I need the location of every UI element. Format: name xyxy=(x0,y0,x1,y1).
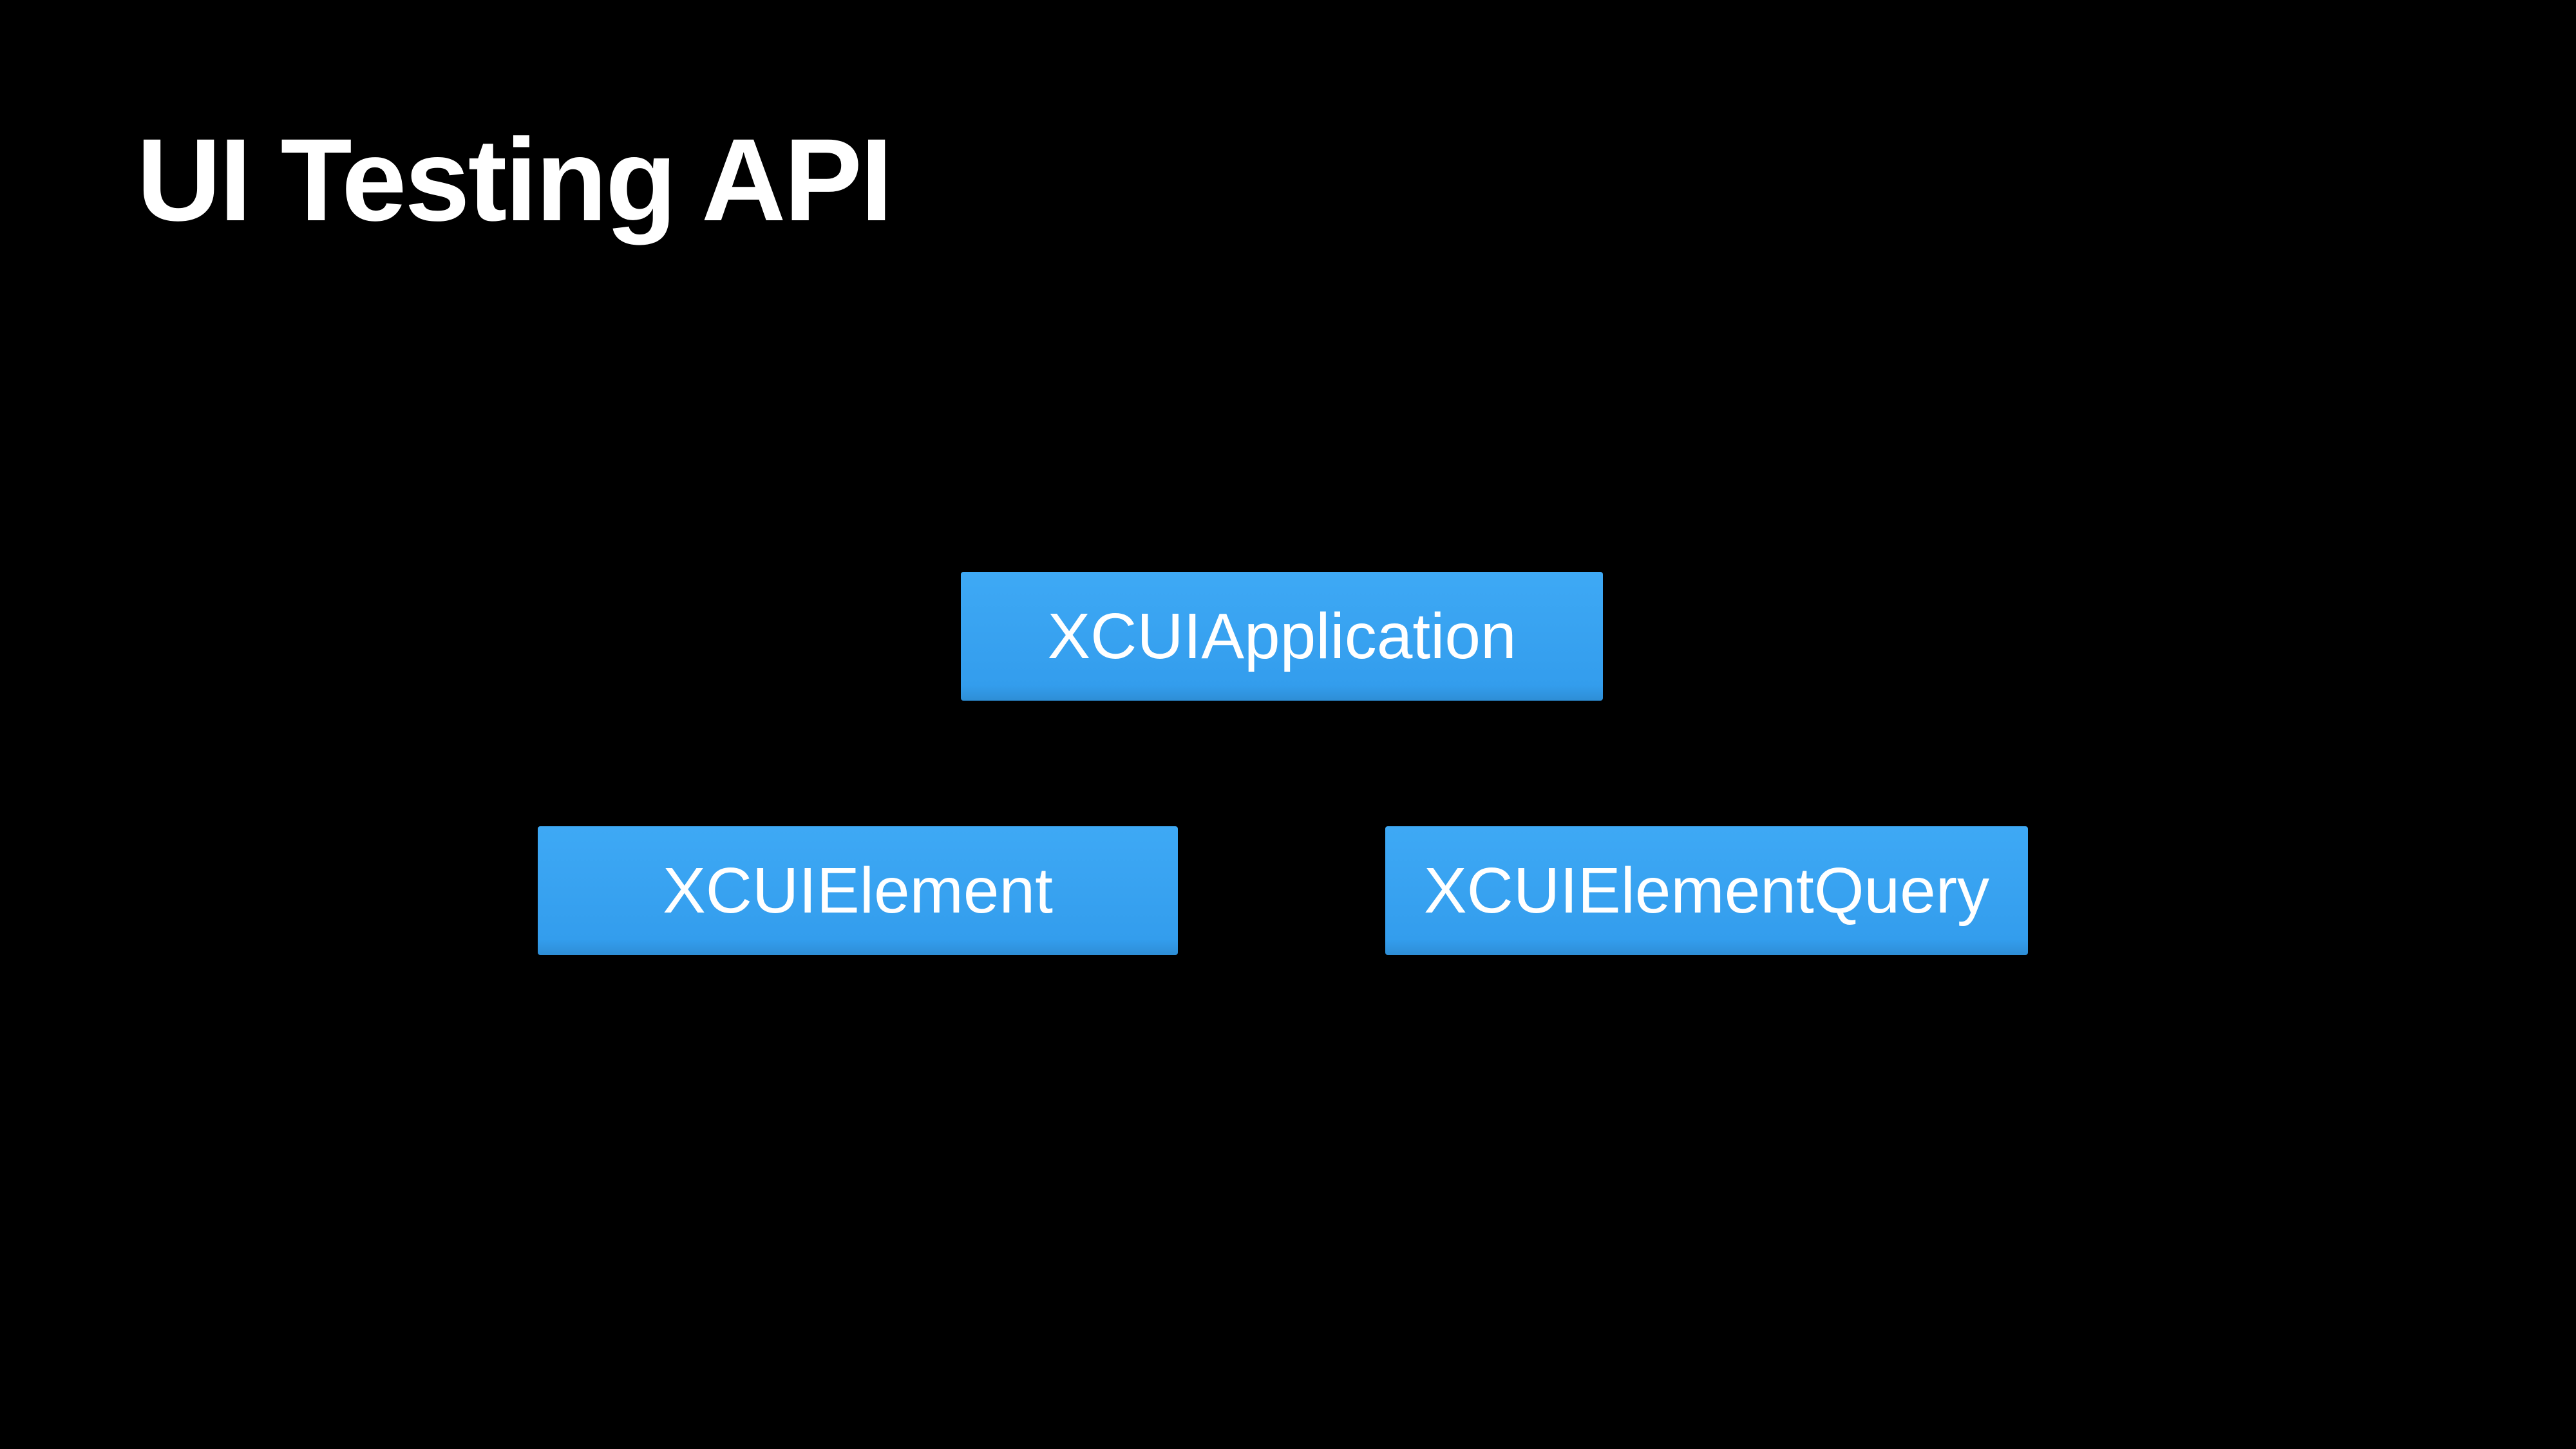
diagram-node-xcuiapplication: XCUIApplication xyxy=(961,572,1603,701)
diagram-node-label: XCUIElementQuery xyxy=(1423,854,1990,927)
diagram-node-xcuielementquery: XCUIElementQuery xyxy=(1385,826,2028,955)
diagram-node-label: XCUIElement xyxy=(663,854,1053,927)
diagram-node-xcuielement: XCUIElement xyxy=(538,826,1178,955)
slide-title: UI Testing API xyxy=(137,114,893,245)
diagram-node-label: XCUIApplication xyxy=(1047,600,1517,672)
